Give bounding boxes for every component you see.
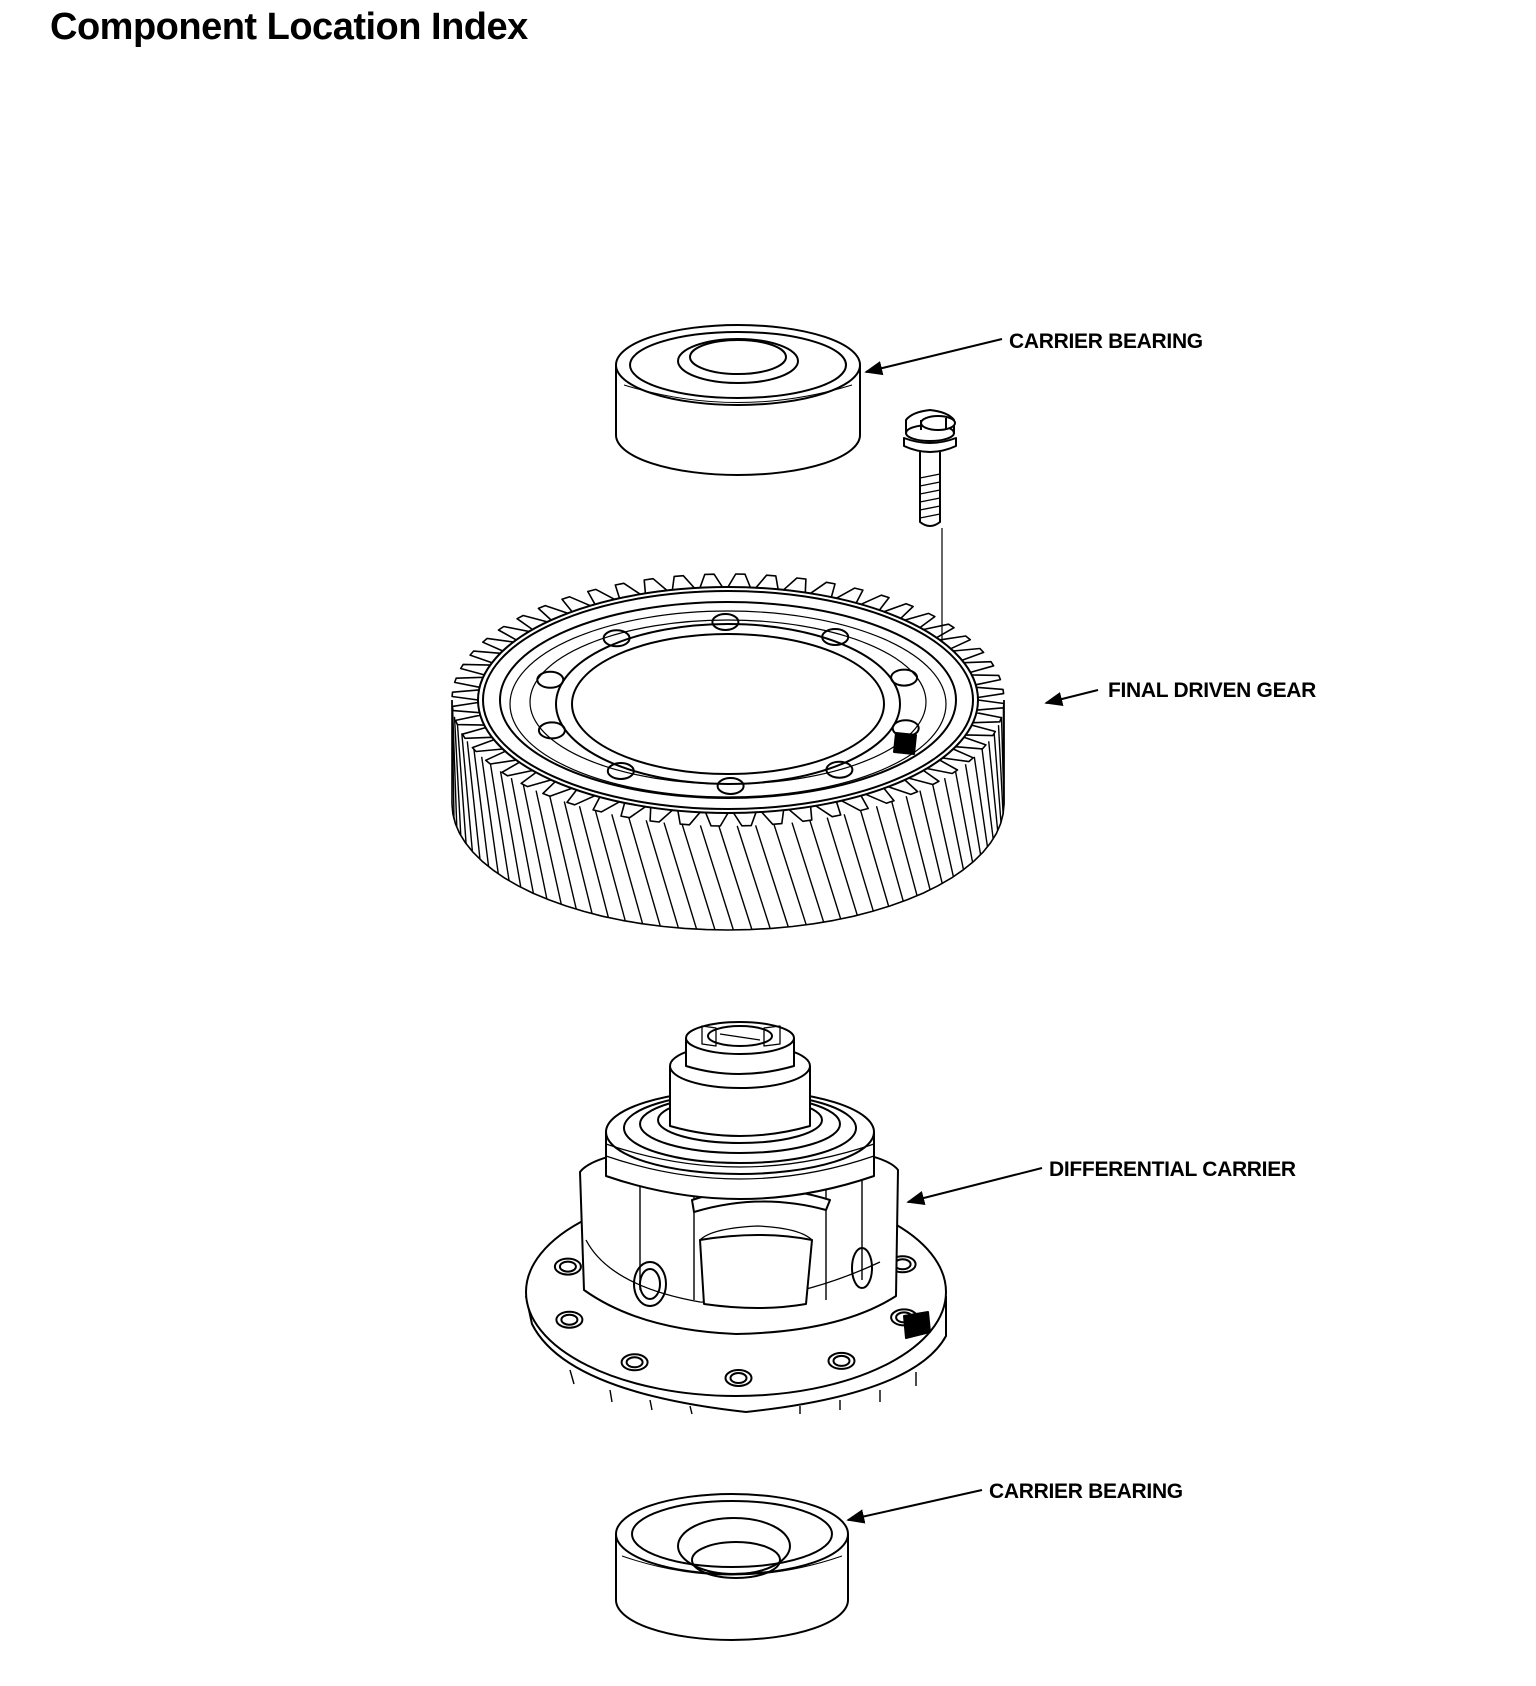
gear-bolt-hole	[602, 629, 631, 648]
carrier-flange-hole	[620, 1353, 649, 1372]
carrier-flange-hole	[560, 1313, 579, 1326]
final-driven-gear-label: FINAL DRIVEN GEAR	[1108, 679, 1316, 702]
carrier-flange-hole	[553, 1257, 582, 1276]
gear-bolt-hole	[890, 668, 919, 687]
gear-bolt-hole	[825, 760, 854, 779]
carrier-bearing-bottom-leader	[846, 1489, 983, 1524]
carrier-bearing-bottom-drawing	[615, 1493, 849, 1641]
carrier-flange-hole	[832, 1354, 851, 1367]
carrier-flange-hole	[729, 1372, 748, 1384]
carrier-bearing-top-drawing	[615, 324, 861, 476]
gear-bolt-hole	[536, 670, 565, 689]
gear-bolt-hole	[716, 777, 745, 795]
carrier-flange-hole	[625, 1356, 644, 1369]
differential-carrier-leader	[906, 1167, 1043, 1205]
gear-bolt-hole	[537, 721, 566, 740]
carrier-flange-hole	[555, 1310, 584, 1329]
carrier-bearing-top-leader	[864, 338, 1003, 376]
carrier-flange-hole	[558, 1260, 577, 1273]
differential-carrier-label: DIFFERENTIAL CARRIER	[1049, 1158, 1296, 1181]
carrier-bearing-bottom-label: CARRIER BEARING	[989, 1480, 1183, 1503]
gear-bolt-drawing	[903, 409, 957, 705]
carrier-flange-hole	[827, 1351, 856, 1370]
final-driven-gear-drawing	[451, 573, 1005, 931]
gear-bolt-hole	[821, 628, 850, 646]
gear-bolt-hole	[606, 762, 635, 780]
gear-bolt-hole	[711, 613, 740, 631]
page-title: Component Location Index	[50, 6, 528, 48]
differential-carrier-drawing	[525, 1021, 947, 1415]
carrier-bearing-top-label: CARRIER BEARING	[1009, 330, 1203, 353]
final-driven-gear-leader	[1044, 689, 1099, 707]
carrier-flange-hole	[724, 1369, 753, 1387]
